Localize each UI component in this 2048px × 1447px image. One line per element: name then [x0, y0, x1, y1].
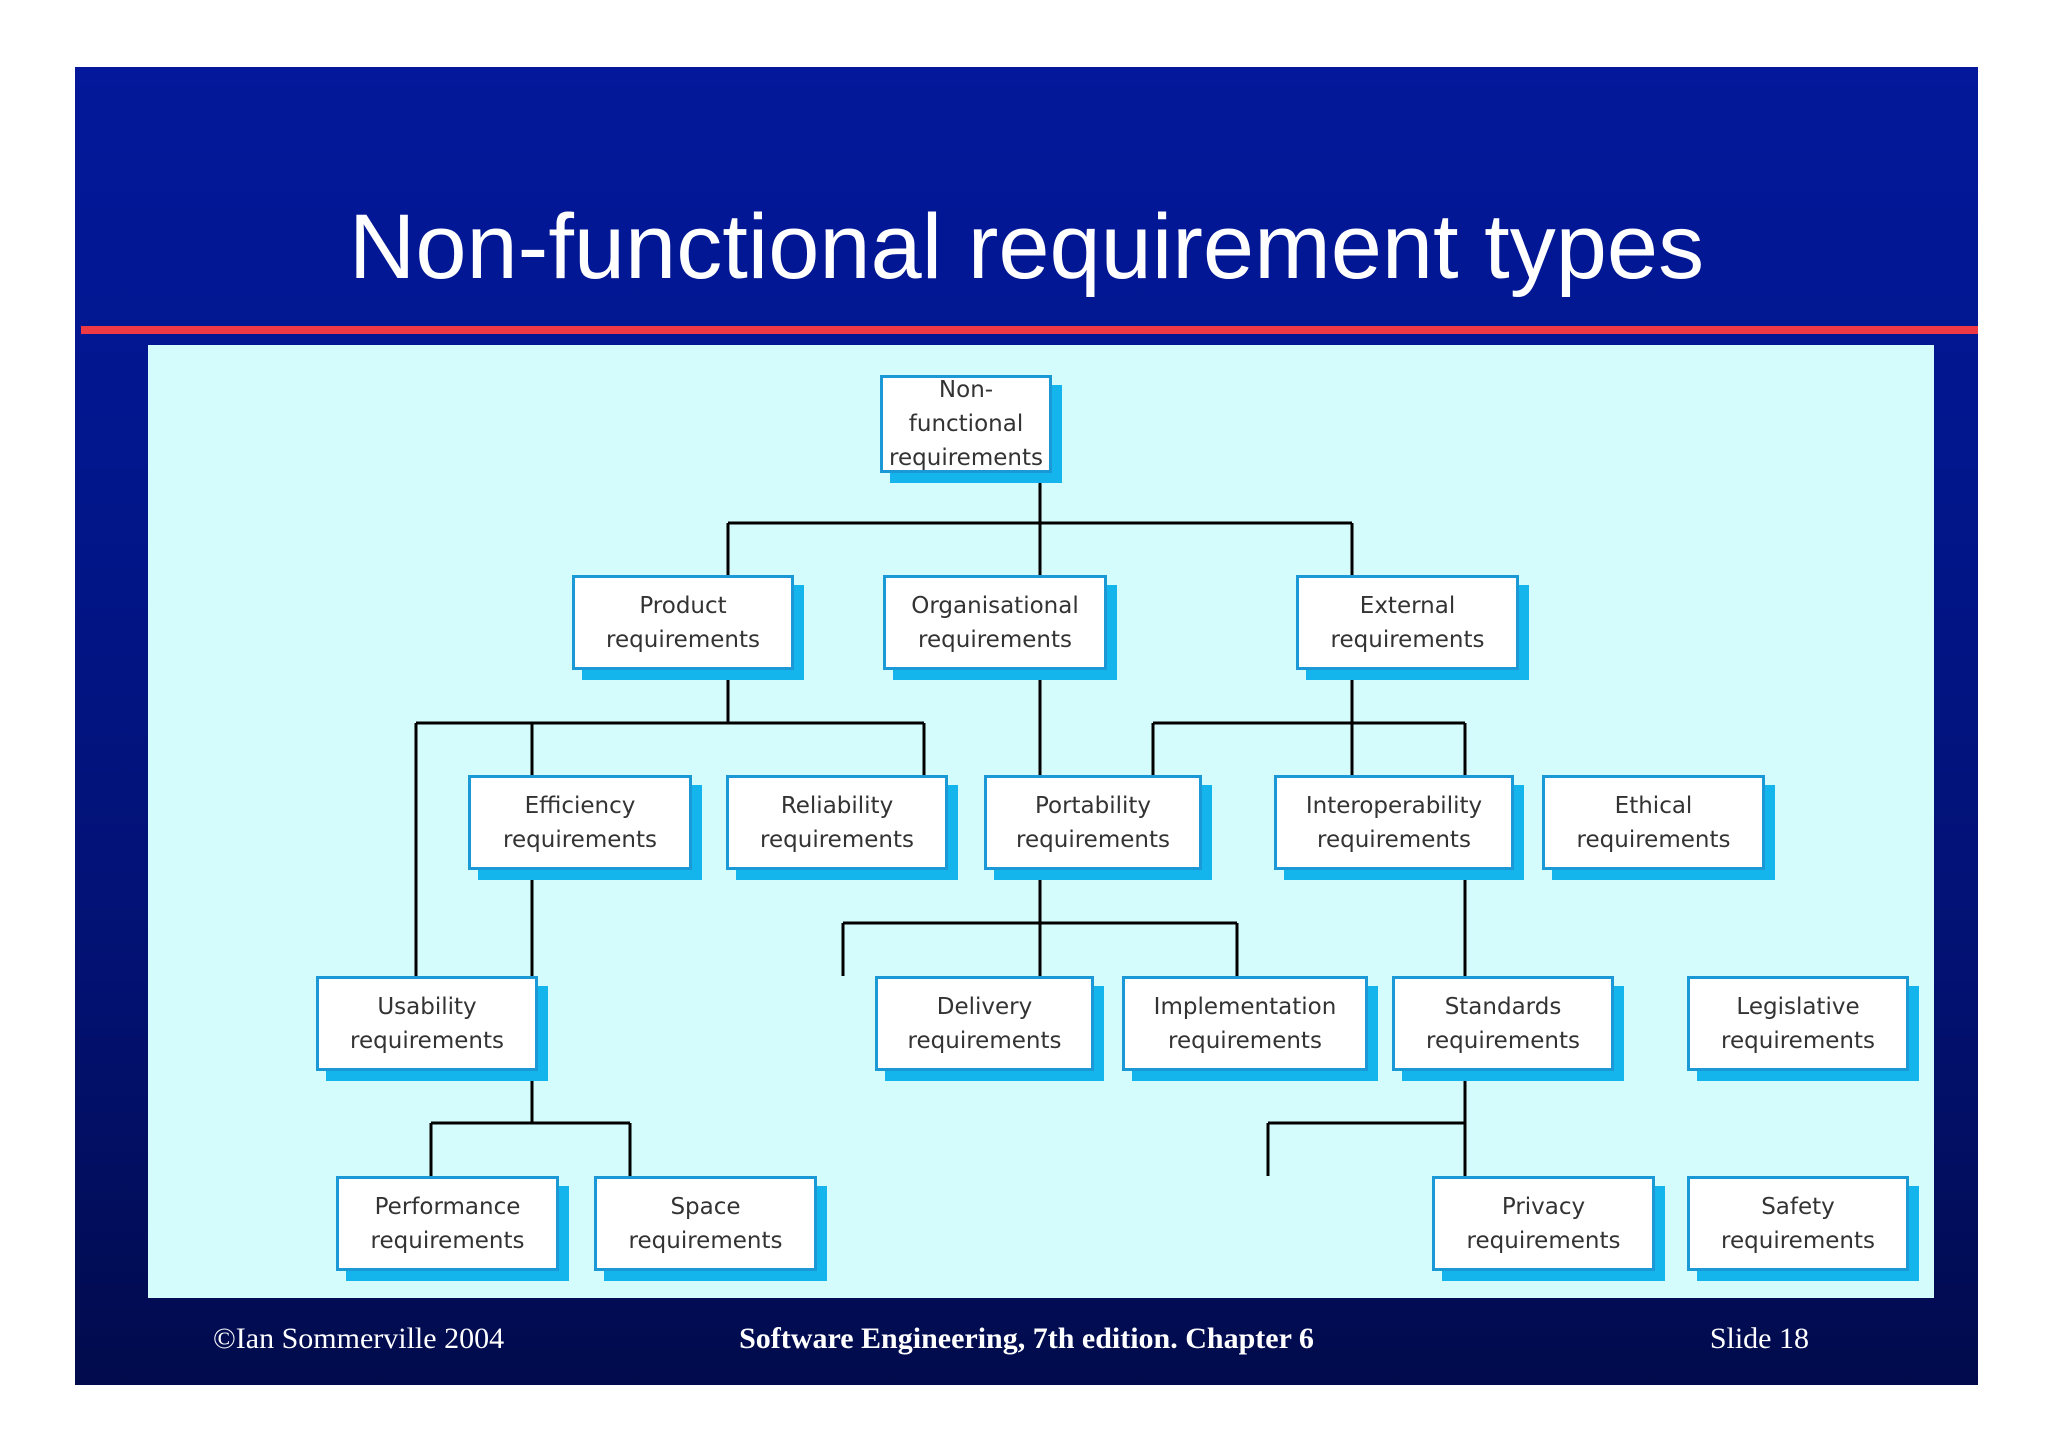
node-implementation: Implementation requirements	[1122, 976, 1368, 1071]
node-legislative: Legislative requirements	[1687, 976, 1909, 1071]
node-privacy: Privacy requirements	[1432, 1176, 1655, 1271]
edge-product	[414, 670, 926, 976]
node-non-functional: Non-functional requirements	[880, 375, 1052, 473]
node-reliability: Reliability requirements	[726, 775, 948, 870]
edge-root	[726, 473, 1354, 575]
slide: Non-functional requirement types Non-fun…	[75, 67, 1978, 1385]
node-portability: Portability requirements	[984, 775, 1202, 870]
footer-slide-number: Slide 18	[1709, 1322, 1809, 1355]
edge-external	[1151, 670, 1467, 976]
title-divider	[81, 326, 1978, 334]
edge-legislative	[1266, 1071, 1467, 1176]
node-usability: Usability requirements	[316, 976, 538, 1071]
diagram-panel: Non-functional requirements Product requ…	[148, 345, 1934, 1298]
node-standards: Standards requirements	[1392, 976, 1614, 1071]
node-organisational: Organisational requirements	[883, 575, 1107, 670]
slide-title: Non-functional requirement types	[348, 196, 1705, 298]
footer-copyright: ©Ian Sommerville 2004	[213, 1322, 505, 1355]
node-safety: Safety requirements	[1687, 1176, 1909, 1271]
node-product: Product requirements	[572, 575, 794, 670]
node-ethical: Ethical requirements	[1542, 775, 1765, 870]
node-performance: Performance requirements	[336, 1176, 559, 1271]
node-efficiency: Efficiency requirements	[468, 775, 692, 870]
node-interoperability: Interoperability requirements	[1274, 775, 1514, 870]
node-delivery: Delivery requirements	[875, 976, 1094, 1071]
node-space: Space requirements	[594, 1176, 817, 1271]
node-external: External requirements	[1296, 575, 1519, 670]
footer-book-title: Software Engineering, 7th edition. Chapt…	[739, 1322, 1314, 1355]
